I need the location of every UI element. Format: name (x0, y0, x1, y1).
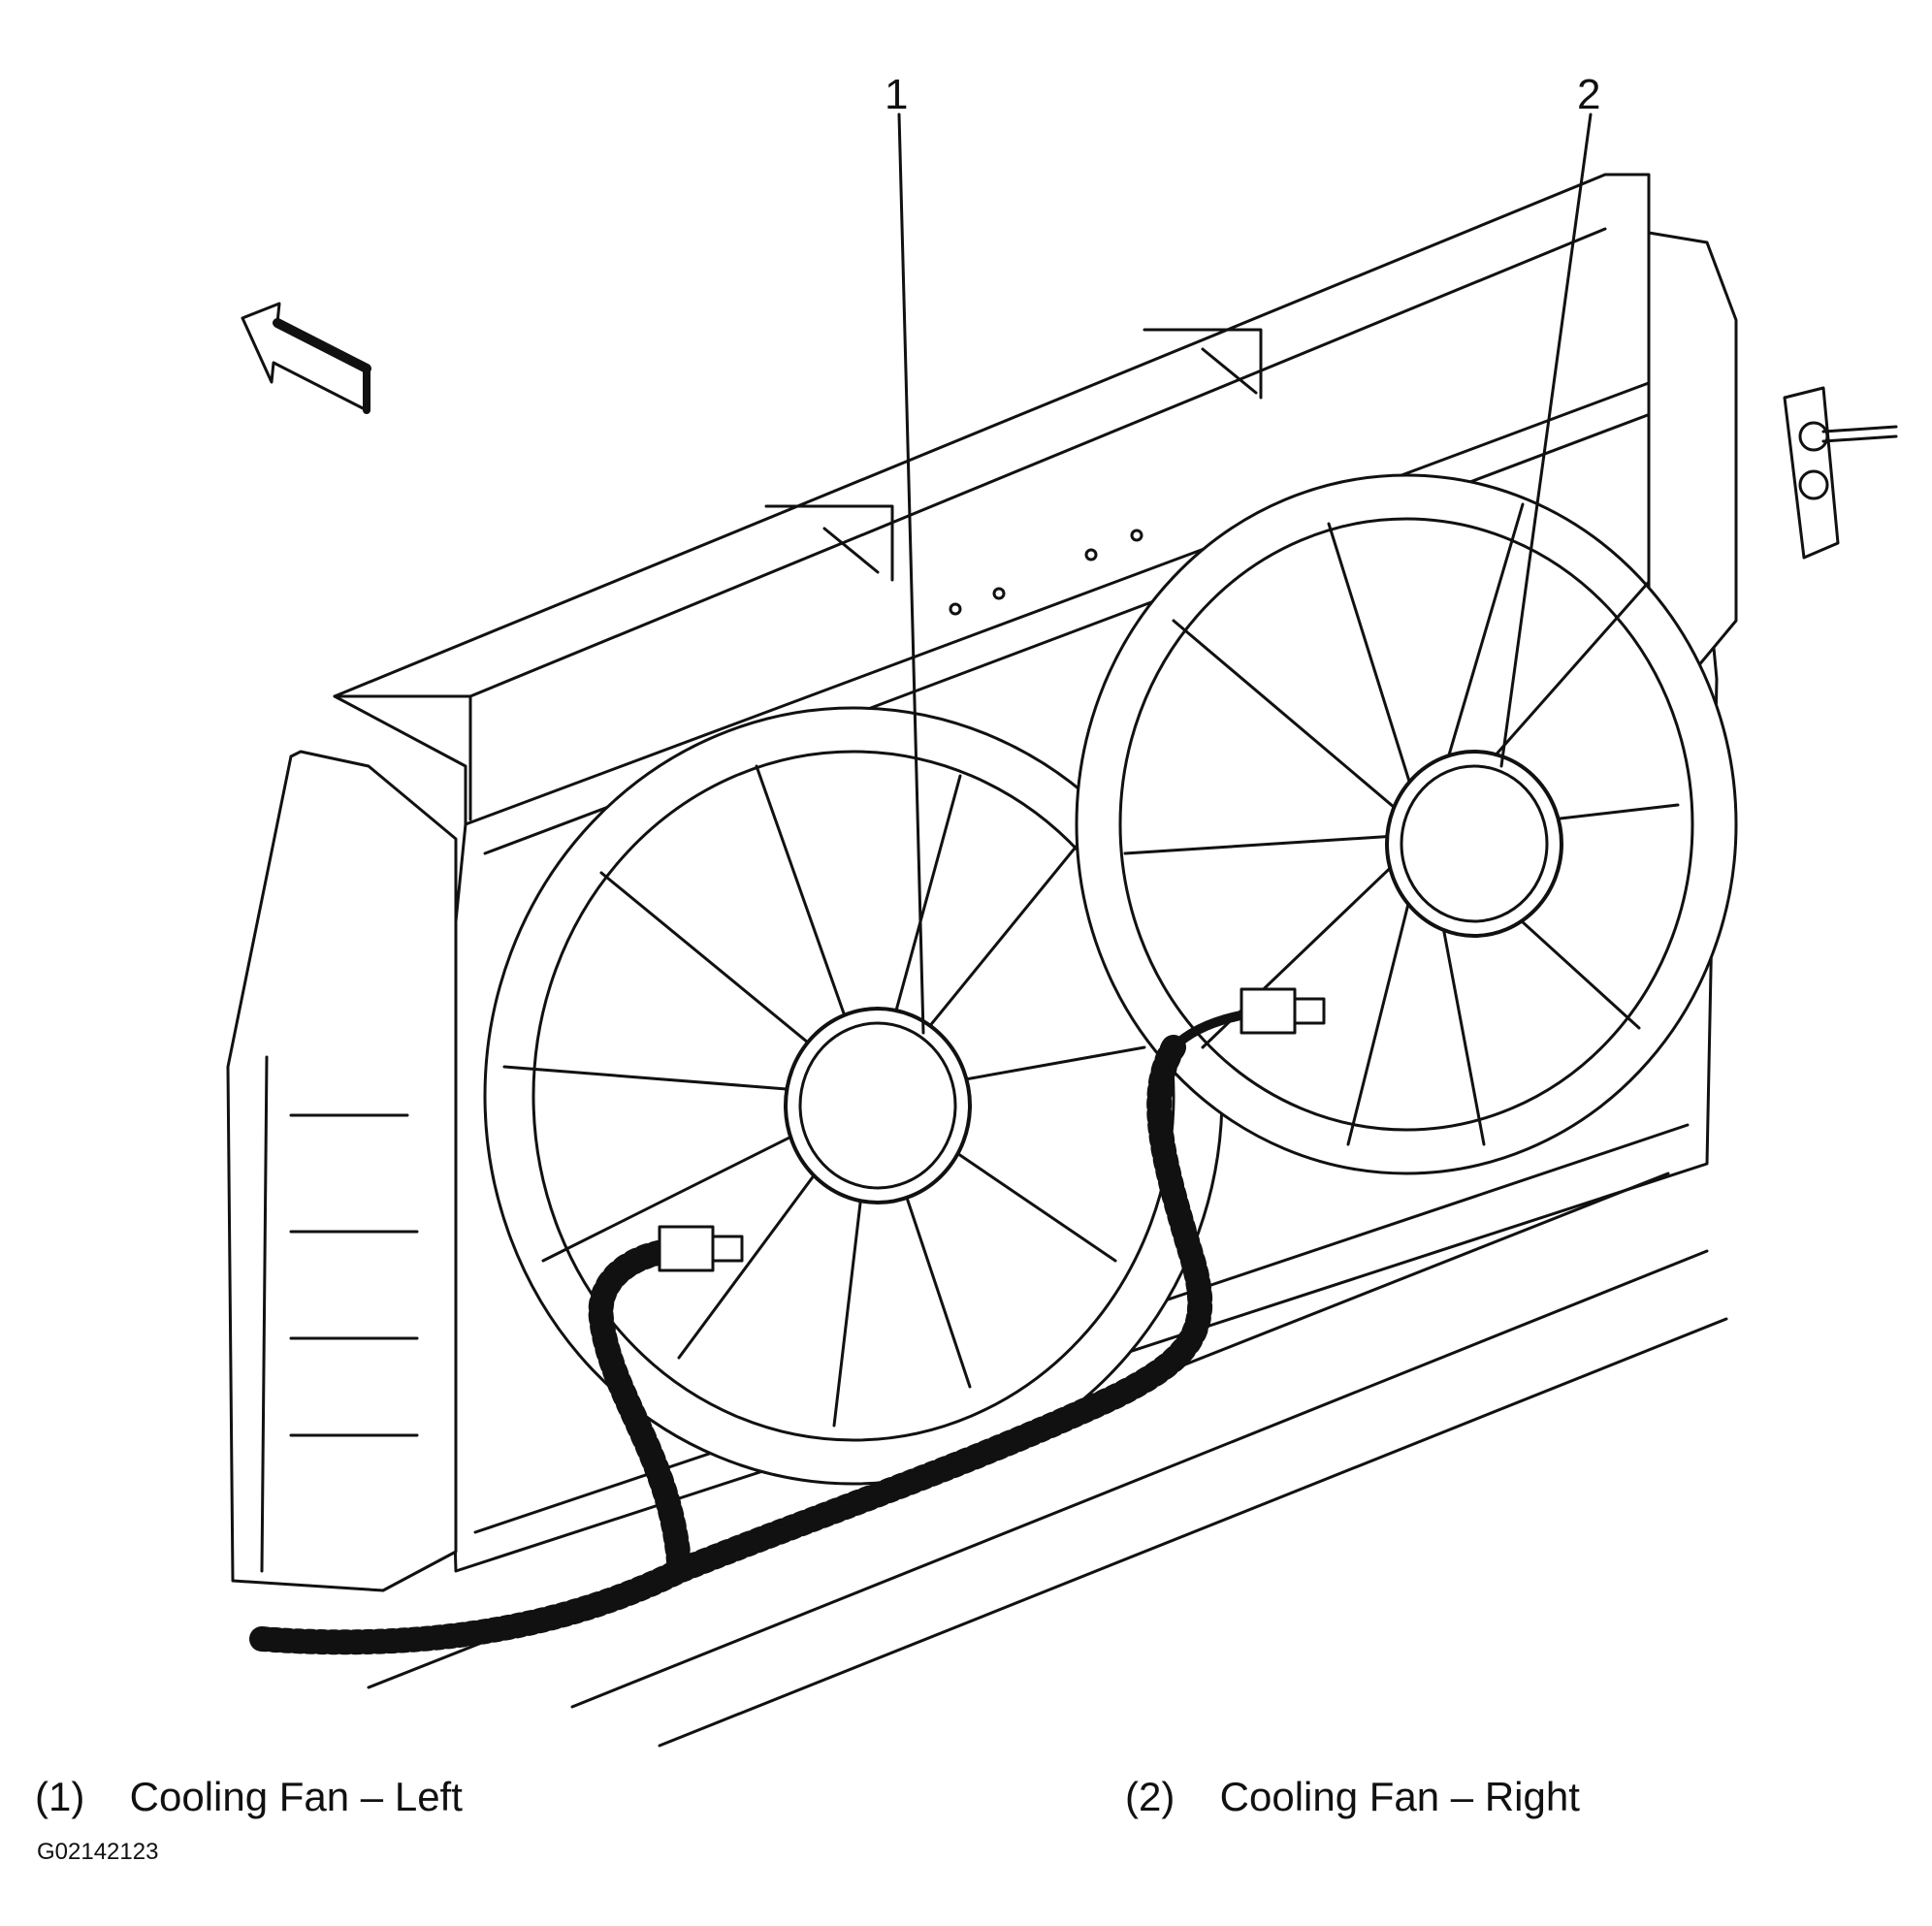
callout-1: 1 (885, 71, 909, 118)
legend-item-1: (1) Cooling Fan – Left (35, 1777, 463, 1817)
legend-label: Cooling Fan – Right (1219, 1774, 1580, 1819)
legend-item-2: (2) Cooling Fan – Right (1125, 1777, 1580, 1817)
callout-leader-lines (897, 112, 1593, 1035)
left-fan (483, 706, 1224, 1486)
callout-2: 2 (1577, 71, 1601, 118)
figure-id: G02142123 (37, 1839, 159, 1865)
right-fan-connector (1240, 987, 1326, 1035)
legend-number: (1) (35, 1774, 85, 1819)
radiator-right-tank (1647, 231, 1898, 681)
legend-number: (2) (1125, 1774, 1175, 1819)
front-direction-arrow-icon (241, 302, 371, 414)
radiator-top (333, 173, 1651, 826)
left-fan-connector (658, 1225, 744, 1272)
radiator-left-tank (226, 750, 458, 1592)
legend-label: Cooling Fan – Left (129, 1774, 463, 1819)
ground-lines (367, 1172, 1728, 1748)
